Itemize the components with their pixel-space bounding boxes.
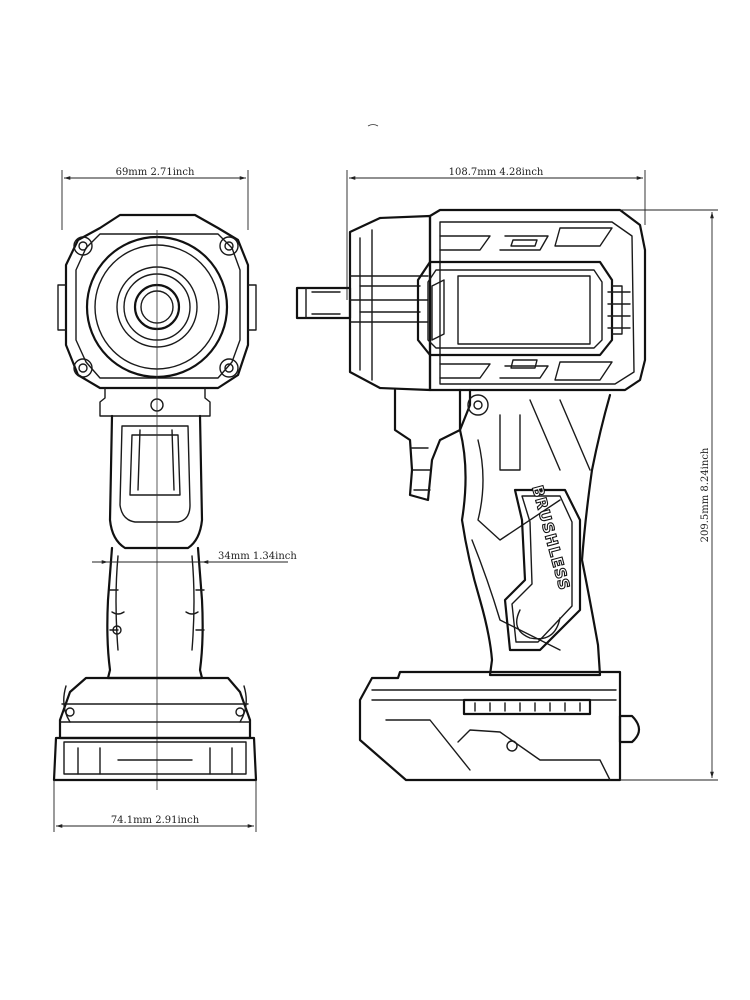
front-view [52,213,258,790]
dimension-height: 209.5mm 8.24inch [620,209,718,781]
grip-width-label: 34mm 1.34inch [218,551,297,562]
side-length-label: 108.7mm 4.28inch [449,167,544,178]
stray-mark [367,124,379,127]
height-label: 209.5mm 8.24inch [700,447,711,542]
dimension-top-width: 69mm 2.71inch [61,167,249,230]
top-width-label: 69mm 2.71inch [116,167,195,178]
dimension-grip-width: 34mm 1.34inch [92,551,297,564]
side-view: BRUSHLESS [295,208,647,782]
base-width-label: 74.1mm 2.91inch [111,815,200,826]
brand-label: BRUSHLESS [528,483,573,592]
dimension-base-width: 74.1mm 2.91inch [53,780,257,832]
dimension-side-length: 108.7mm 4.28inch [346,167,646,300]
